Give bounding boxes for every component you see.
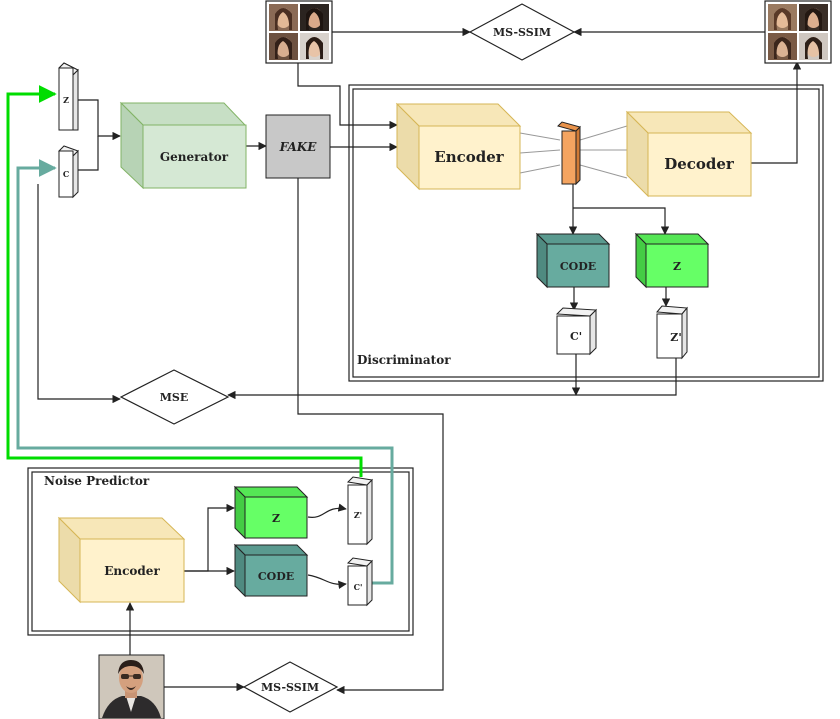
- noise-predictor-code-label: CODE: [258, 570, 294, 583]
- latent-vector: [557, 121, 581, 186]
- latent-fan-lines: [519, 125, 628, 179]
- discriminator-label: Discriminator: [357, 353, 451, 367]
- real-face-4: [300, 33, 329, 60]
- real-face-3: [269, 33, 298, 60]
- wire-teal-cprime-feedback: [16, 159, 394, 585]
- recon-face-2: [799, 4, 828, 31]
- reconstructed-faces-grid: [764, 0, 832, 64]
- ms-ssim-top-node: MS-SSIM: [468, 3, 576, 61]
- noise-predictor-code-block: CODE: [233, 543, 309, 598]
- mse-label: MSE: [160, 391, 189, 404]
- discriminator-decoder-label: Decoder: [664, 155, 735, 173]
- discriminator-z-label: Z: [673, 260, 681, 273]
- noise-predictor-frame: Noise Predictor: [27, 467, 414, 636]
- discriminator-decoder-block: Decoder: [625, 110, 753, 198]
- wire-decoder-to-recon: [751, 61, 802, 164]
- wire-green-zprime-feedback: [6, 85, 363, 477]
- real-faces-grid: [265, 0, 333, 64]
- wire-fake-to-msssim-bottom: [297, 178, 444, 695]
- noise-predictor-c-prime-vector: C': [346, 557, 374, 607]
- noise-predictor-z-prime-vector: Z': [346, 476, 374, 546]
- c-prime-vector: C': [555, 307, 598, 356]
- real-face-1: [269, 4, 298, 31]
- discriminator-frame: Discriminator: [348, 84, 824, 382]
- wire-latent-to-z: [573, 207, 670, 235]
- noise-predictor-encoder-label: Encoder: [104, 564, 160, 578]
- ms-ssim-bottom-label: MS-SSIM: [261, 681, 319, 694]
- c-prime-label: C': [570, 330, 582, 343]
- discriminator-z-block: Z: [634, 232, 710, 289]
- fake-label: FAKE: [279, 140, 318, 154]
- fake-image-box: FAKE: [265, 114, 331, 179]
- c-input-vector: C: [58, 145, 79, 199]
- recon-face-1: [768, 4, 797, 31]
- discriminator-encoder-block: Encoder: [395, 102, 522, 191]
- wire-npencoder-to-z: [184, 503, 235, 572]
- wire-real-to-encoder: [297, 62, 398, 130]
- generator-label: Generator: [160, 150, 229, 164]
- input-portrait-photo: [98, 654, 165, 719]
- recon-face-4: [799, 33, 828, 60]
- wire-c-to-generator: [78, 136, 99, 171]
- generator-block: Generator: [119, 101, 247, 190]
- noise-predictor-z-block: Z: [233, 485, 309, 540]
- discriminator-code-label: CODE: [560, 260, 596, 273]
- noise-predictor-z-label: Z: [272, 512, 280, 525]
- noise-predictor-c-prime-label: C': [354, 582, 363, 592]
- wire-cinput-to-mse: [37, 184, 121, 404]
- wire-zprime-to-mse: [227, 358, 677, 400]
- ms-ssim-top-label: MS-SSIM: [493, 26, 551, 39]
- noise-predictor-label: Noise Predictor: [44, 474, 150, 488]
- z-input-vector: Z: [58, 62, 79, 131]
- recon-face-3: [768, 33, 797, 60]
- noise-predictor-encoder-block: Encoder: [57, 516, 186, 604]
- z-input-label: Z: [63, 95, 69, 105]
- wire-npz-to-zprime: [307, 503, 347, 518]
- ms-ssim-bottom-node: MS-SSIM: [242, 661, 339, 713]
- c-input-label: C: [63, 169, 69, 179]
- mse-node: MSE: [119, 369, 230, 425]
- wire-npcode-to-cprime: [307, 574, 347, 590]
- wire-z-to-generator: [78, 99, 121, 141]
- real-face-2: [300, 4, 329, 31]
- discriminator-encoder-label: Encoder: [434, 148, 505, 166]
- discriminator-code-block: CODE: [535, 232, 611, 289]
- z-prime-vector: Z': [655, 305, 689, 360]
- noise-predictor-z-prime-label: Z': [354, 510, 362, 520]
- z-prime-label: Z': [670, 331, 681, 344]
